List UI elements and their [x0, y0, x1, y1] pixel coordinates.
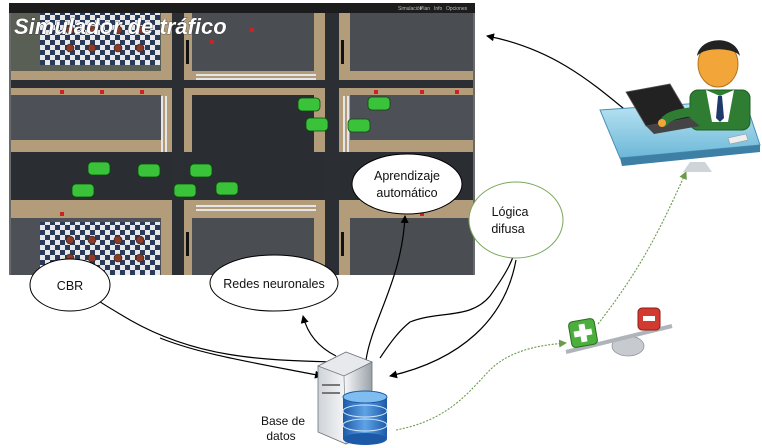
simulator-window-titlebar — [9, 3, 475, 13]
simulator-menu-item[interactable]: Opciones — [446, 6, 468, 12]
arrow-db-to-fuzzy-up — [379, 244, 520, 359]
plus-icon — [568, 318, 598, 348]
node-cbr-label: CBR — [57, 279, 83, 293]
database-label-line1: Base de — [261, 414, 305, 428]
arrow-fuzzy-to-db — [389, 259, 517, 379]
green-arrows — [395, 171, 687, 431]
simulator-menu-item[interactable]: Simulación — [398, 6, 423, 12]
minus-icon — [637, 307, 661, 331]
arrow-cbr-to-db — [159, 337, 323, 379]
car-group — [71, 96, 391, 198]
database-server-icon — [317, 351, 388, 445]
arrow-db-to-balance — [395, 339, 567, 431]
database-label-line2: datos — [266, 429, 295, 443]
traffic-simulator-screenshot: Simulación Plan Info Opciones — [9, 3, 475, 275]
simulator-menu-item[interactable]: Plan — [420, 6, 430, 12]
user-at-desk-icon — [599, 40, 761, 172]
pros-cons-balance-icon — [565, 307, 673, 357]
database-cylinder-icon — [342, 390, 388, 445]
arrow-db-to-ml — [365, 215, 409, 361]
arrow-db-to-neural — [300, 315, 337, 357]
node-cbr[interactable]: CBR — [29, 258, 111, 312]
node-ml-label-line2: automático — [376, 186, 437, 200]
node-ml-label-line1: Aprendizaje — [374, 169, 440, 183]
simulator-menu-item[interactable]: Info — [434, 6, 443, 12]
node-fuzzy-label-line1: Lógica — [492, 205, 529, 219]
node-fuzzy-label-line2: difusa — [491, 222, 524, 236]
node-neural-label: Redes neuronales — [223, 277, 324, 291]
arrow-balance-to-user — [597, 171, 687, 325]
node-fuzzy-logic[interactable]: Lógica difusa — [468, 181, 564, 259]
node-neural-networks[interactable]: Redes neuronales — [209, 254, 339, 312]
simulator-title: Simulador de tráfico — [14, 14, 227, 39]
node-machine-learning[interactable]: Aprendizaje automático — [351, 153, 463, 215]
